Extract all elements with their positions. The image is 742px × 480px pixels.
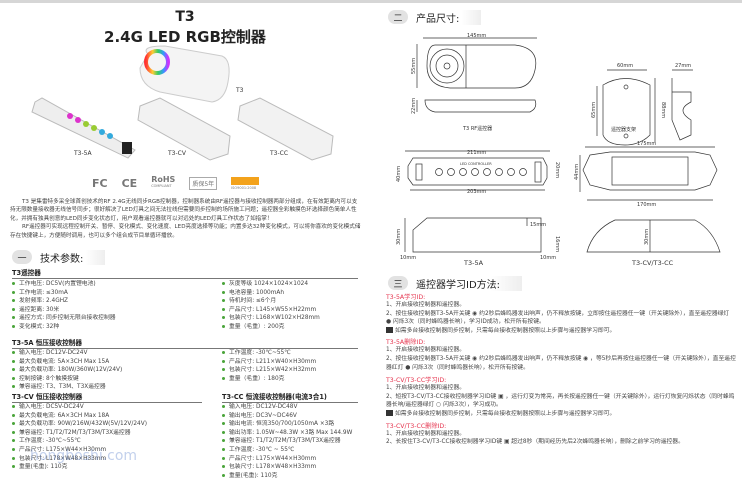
svg-text:15mm: 15mm bbox=[530, 222, 546, 228]
ce-logo: CE bbox=[121, 176, 138, 190]
svg-text:44mm: 44mm bbox=[574, 164, 580, 180]
svg-text:T3 RF遥控器: T3 RF遥控器 bbox=[462, 125, 492, 132]
step: 1、开启接收控制器和遥控器。 bbox=[386, 385, 466, 392]
warranty-badge: 质保5年 bbox=[189, 176, 218, 190]
svg-text:遥控器支架: 遥控器支架 bbox=[611, 126, 636, 133]
t3-cv-cc-drawing-caption: T3-CV/T3-CC bbox=[632, 259, 674, 267]
fcc-logo: FC bbox=[92, 176, 108, 190]
note-icon bbox=[386, 410, 393, 417]
t3-5a-delete-heading: T3-5A删除ID: bbox=[386, 339, 426, 347]
model-title: T3 bbox=[175, 9, 195, 25]
svg-text:40mm: 40mm bbox=[396, 166, 402, 182]
note: 如需多台接收控制器同步控制，只需每台接收控制器按照以上步骤与遥控器学习即可。 bbox=[386, 410, 736, 419]
svg-text:55mm: 55mm bbox=[411, 58, 417, 74]
section-tech-specs: 一技术参数: bbox=[12, 249, 106, 265]
product-photos bbox=[31, 45, 334, 161]
section-dimensions: 二产品尺寸: bbox=[388, 9, 482, 25]
t3-cv-cc-delete-heading: T3-CV/T3-CC删除ID: bbox=[386, 422, 447, 430]
watermark: hongboshi.com bbox=[30, 448, 138, 464]
svg-text:30mm: 30mm bbox=[644, 229, 650, 245]
svg-text:16mm: 16mm bbox=[554, 236, 560, 252]
page-title: 2.4G LED RGB控制器 bbox=[104, 28, 266, 46]
top-border bbox=[0, 0, 742, 3]
t3-cv-heading: T3-CV 恒压接收控制器 bbox=[12, 391, 202, 403]
svg-text:145mm: 145mm bbox=[467, 33, 486, 39]
t3-5a-drawing-caption: T3-5A bbox=[464, 259, 484, 267]
svg-text:20mm: 20mm bbox=[554, 162, 560, 178]
intro-text-1: T3 是集雷特多采全球首创技术的RF 2.4G无线同步RGB控制器，控制器系统由… bbox=[10, 199, 358, 222]
iso-logo: ISO9001:2008 bbox=[231, 176, 260, 190]
svg-text:175mm: 175mm bbox=[637, 141, 656, 147]
product-label-t3-5a: T3-5A bbox=[74, 150, 92, 157]
bracket-drawing bbox=[596, 69, 693, 146]
svg-text:211mm: 211mm bbox=[467, 150, 486, 156]
t3-5a-heading: T3-5A 恒压接收控制器 bbox=[12, 337, 358, 349]
intro-text-2: RF遥控器可实现远程控制开关、暂停、变化模式、变化速度、LED亮度选择等功能；内… bbox=[10, 224, 361, 239]
svg-text:LED CONTROLLER: LED CONTROLLER bbox=[460, 162, 492, 166]
t3-remote-heading: T3遥控器 bbox=[12, 267, 358, 279]
t3-cv-cc-learn-heading: T3-CV/T3-CC学习ID: bbox=[386, 377, 447, 385]
remote-drawing bbox=[416, 37, 537, 113]
svg-text:10mm: 10mm bbox=[540, 255, 556, 260]
step: 2、长按住T3-CV/T3-CC接收控制器学习ID键 ▣ 超过8秒（期间经历先后… bbox=[386, 439, 684, 446]
note: 如需多台接收控制器同步控制，只需每台接收控制器按照以上步骤与遥控器学习即可。 bbox=[386, 327, 736, 336]
t3-cc-heading: T3-CC 恒流接收控制器(电流3合1) bbox=[222, 391, 358, 403]
product-label-t3: T3 bbox=[236, 87, 244, 94]
t3-cv-cc-drawing bbox=[579, 146, 721, 253]
svg-text:88mm: 88mm bbox=[660, 102, 666, 118]
t3-5a-learn-heading: T3-5A学习ID: bbox=[386, 294, 426, 301]
svg-text:27mm: 27mm bbox=[675, 63, 691, 69]
t3-5a-drawing bbox=[404, 150, 550, 253]
step: 1、开启接收控制器和遥控器。 bbox=[386, 302, 466, 308]
svg-text:22mm: 22mm bbox=[411, 98, 417, 114]
product-label-t3-cv: T3-CV bbox=[168, 150, 186, 157]
product-label-t3-cc: T3-CC bbox=[270, 150, 289, 157]
svg-text:170mm: 170mm bbox=[637, 202, 656, 208]
intro-paragraph: T3 是集雷特多采全球首创技术的RF 2.4G无线同步RGB控制器，控制器系统由… bbox=[10, 198, 362, 240]
learn-id-instructions: T3-5A学习ID: 1、开启接收控制器和遥控器。 2、按住接收控制器T3-5A… bbox=[386, 292, 736, 447]
step: 2、短按T3-CV/T3-CC接收控制器学习ID键 ▣ ，运行灯变为常亮，再长按… bbox=[386, 393, 735, 409]
svg-text:203mm: 203mm bbox=[467, 189, 486, 195]
section-learn-id: 三遥控器学习ID方法: bbox=[388, 275, 523, 291]
svg-text:65mm: 65mm bbox=[591, 102, 597, 118]
step: 2、按住接收控制器T3-5A开关键 ◉ 约2秒后蜂鸣器发出响声，仍不释放按键 ◉… bbox=[386, 355, 736, 371]
svg-text:60mm: 60mm bbox=[617, 63, 633, 69]
svg-text:10mm: 10mm bbox=[400, 255, 416, 260]
step: 2、按住接收控制器T3-5A开关键 ◉ 约2秒后蜂鸣器发出响声，仍不释放按键，立… bbox=[386, 310, 730, 326]
note-icon bbox=[386, 327, 393, 334]
t3-cv-image bbox=[137, 97, 231, 161]
step: 1、开启接收控制器和遥控器。 bbox=[386, 430, 466, 437]
svg-text:30mm: 30mm bbox=[396, 229, 402, 245]
remote-image bbox=[139, 45, 230, 103]
dimension-drawings: 145mm 55mm 22mm T3 RF遥控器 60mm 27mm 65mm … bbox=[396, 33, 721, 260]
step: 1、开启接收控制器和遥控器。 bbox=[386, 347, 466, 354]
t3-5a-image bbox=[31, 97, 136, 159]
t3-cc-image bbox=[237, 97, 334, 161]
